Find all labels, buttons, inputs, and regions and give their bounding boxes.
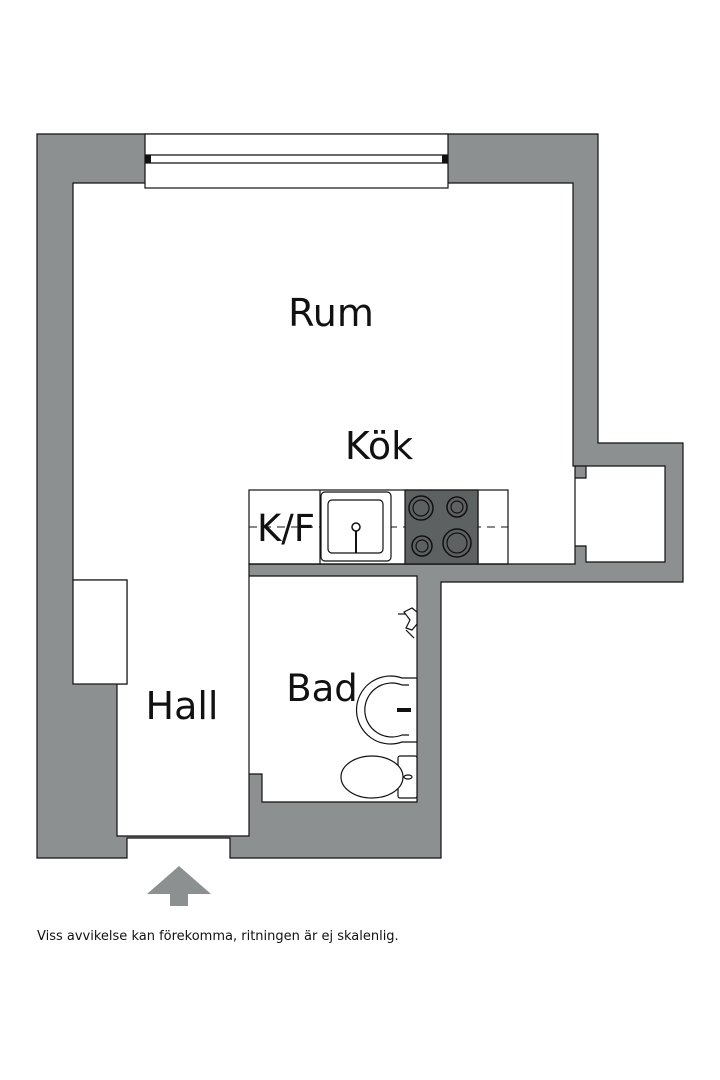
entrance-arrow-icon — [147, 866, 211, 906]
room-label-hall: Hall — [146, 684, 219, 728]
sink-icon — [320, 491, 392, 562]
disclaimer-text: Viss avvikelse kan förekomma, ritningen … — [37, 929, 399, 944]
room-label-kok: Kök — [345, 424, 413, 468]
window-icon — [144, 133, 449, 189]
room-label-rum: Rum — [288, 291, 374, 335]
toilet-icon — [340, 755, 418, 799]
room-label-kf: K/F — [257, 507, 315, 550]
stove-icon — [404, 489, 479, 565]
washbasin-icon — [355, 675, 418, 745]
room-label-bad: Bad — [286, 667, 358, 710]
hall-wardrobe — [72, 579, 128, 685]
shower-icon — [398, 607, 418, 639]
